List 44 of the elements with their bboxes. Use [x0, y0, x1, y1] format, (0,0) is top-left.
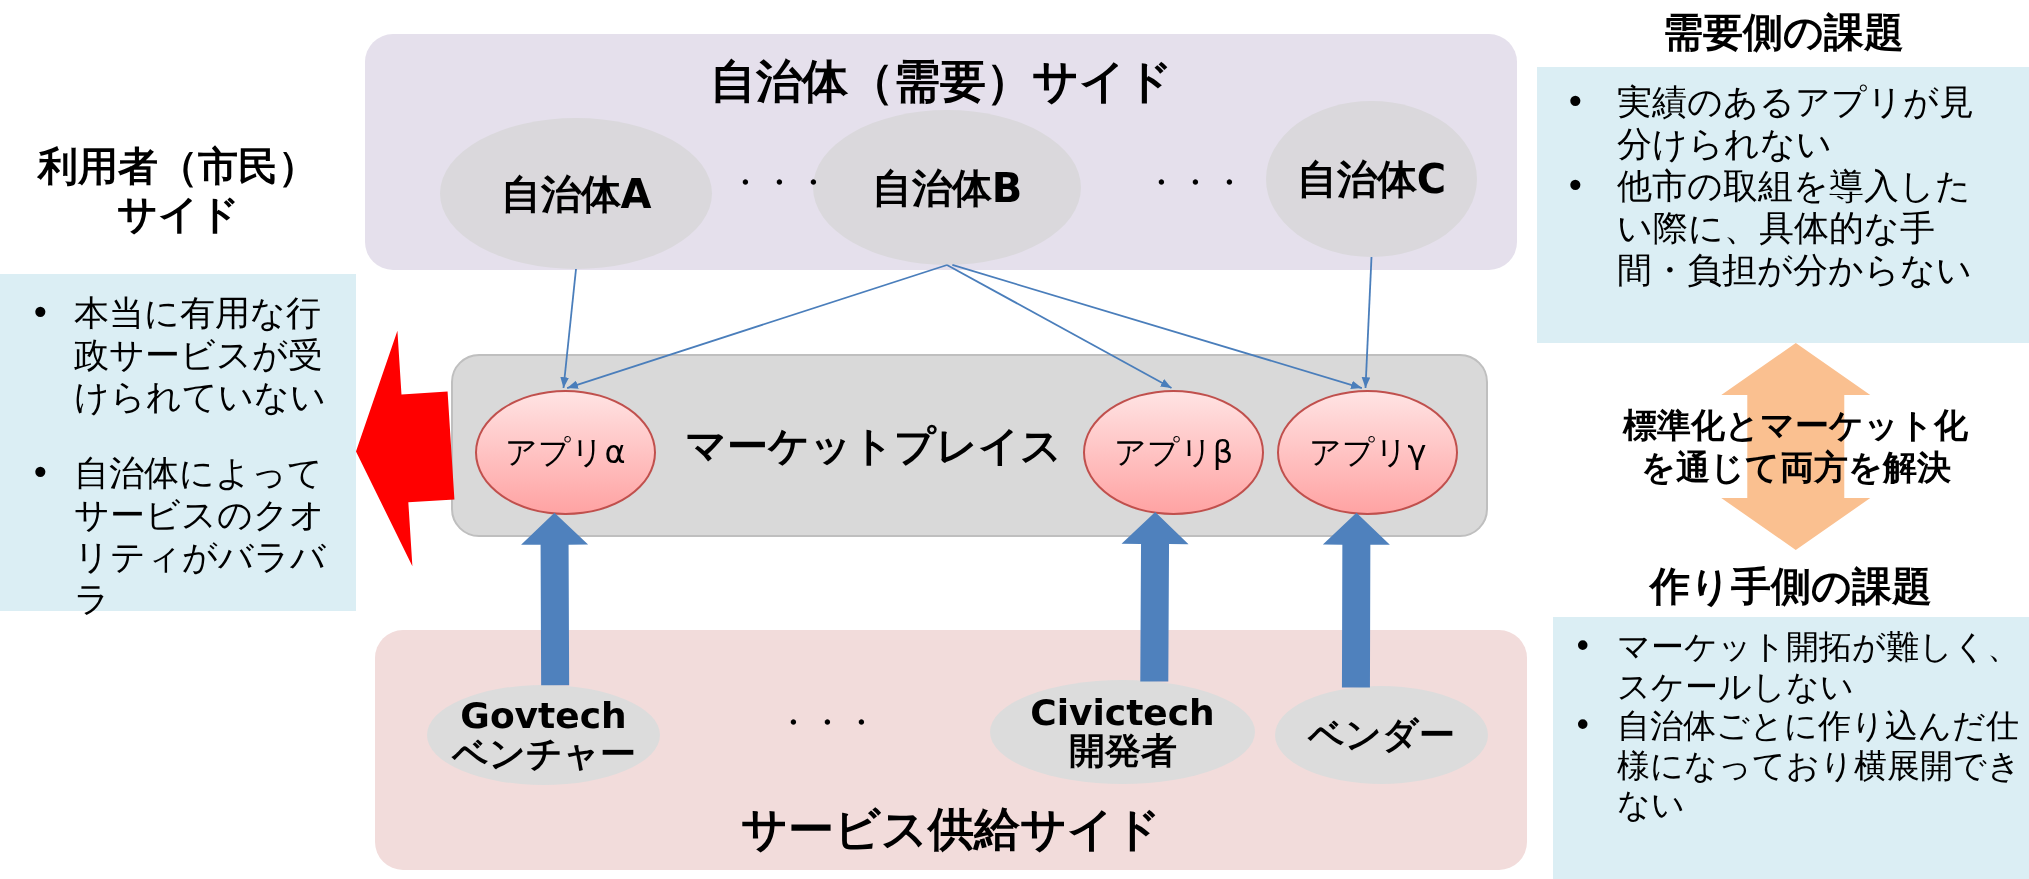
- block-arrow: [1322, 512, 1390, 688]
- node-label: Civictech 開発者: [1029, 694, 1216, 770]
- panel-title: サービス供給サイド: [740, 804, 1162, 855]
- bullet-marker: •: [1565, 165, 1587, 208]
- panel-title: 自治体（需要）サイド: [708, 56, 1174, 107]
- node-label: アプリα: [505, 431, 626, 473]
- node-label: アプリβ: [1113, 431, 1234, 473]
- ellipsis: ・・・: [1144, 161, 1246, 204]
- node-label: 自治体B: [871, 166, 1023, 209]
- block-arrow: [1121, 512, 1189, 682]
- panel-heading: 需要側の課題: [1661, 8, 1905, 56]
- bullet-text: 自治体によってサービスのクオリティがバラバラ: [74, 452, 327, 620]
- panel-heading: 利用者（市民）サイド: [36, 142, 319, 238]
- node-label: Govtech ベンチャー: [450, 697, 637, 773]
- bullet-text: 他市の取組を導入したい際に、具体的な手間・負担が分からない: [1617, 165, 1973, 291]
- bullet-text: 実績のあるアプリが見分けられない: [1617, 81, 1975, 165]
- edge-label: 標準化とマーケット化を通じて両方を解決: [1621, 403, 1970, 489]
- ellipsis: ・・・: [728, 161, 830, 204]
- bullet-text: 本当に有用な行政サービスが受けられていない: [74, 292, 327, 418]
- node-label: アプリγ: [1308, 431, 1427, 473]
- bullet-marker: •: [1573, 706, 1594, 748]
- block-arrow: [356, 330, 455, 567]
- block-arrow: [521, 512, 589, 686]
- block-arrow: [1721, 343, 1871, 550]
- bullet-marker: •: [30, 292, 52, 335]
- bullet-text: 自治体ごとに作り込んだ仕様になっており横展開できない: [1617, 706, 2022, 825]
- node-label: 自治体A: [500, 172, 652, 215]
- panel-heading: 作り手側の課題: [1648, 562, 1933, 610]
- bullet-marker: •: [1565, 81, 1587, 124]
- arrow: [560, 268, 577, 389]
- group-panel: [365, 34, 1517, 270]
- panel-title: マーケットプレイス: [685, 424, 1062, 470]
- bullet-marker: •: [1573, 627, 1594, 668]
- bullet-marker: •: [30, 452, 52, 495]
- node-label: ベンダー: [1308, 716, 1455, 754]
- ellipsis: ・・・: [776, 701, 878, 744]
- marketplace-panel: [451, 354, 1488, 537]
- bullet-text: マーケット開拓が難しく、スケールしない: [1617, 627, 2021, 707]
- arrow: [951, 264, 1363, 390]
- arrow: [1361, 256, 1373, 389]
- arrow: [566, 264, 948, 389]
- node-label: 自治体C: [1296, 158, 1447, 200]
- group-panel: [375, 630, 1527, 870]
- arrow: [946, 264, 1173, 389]
